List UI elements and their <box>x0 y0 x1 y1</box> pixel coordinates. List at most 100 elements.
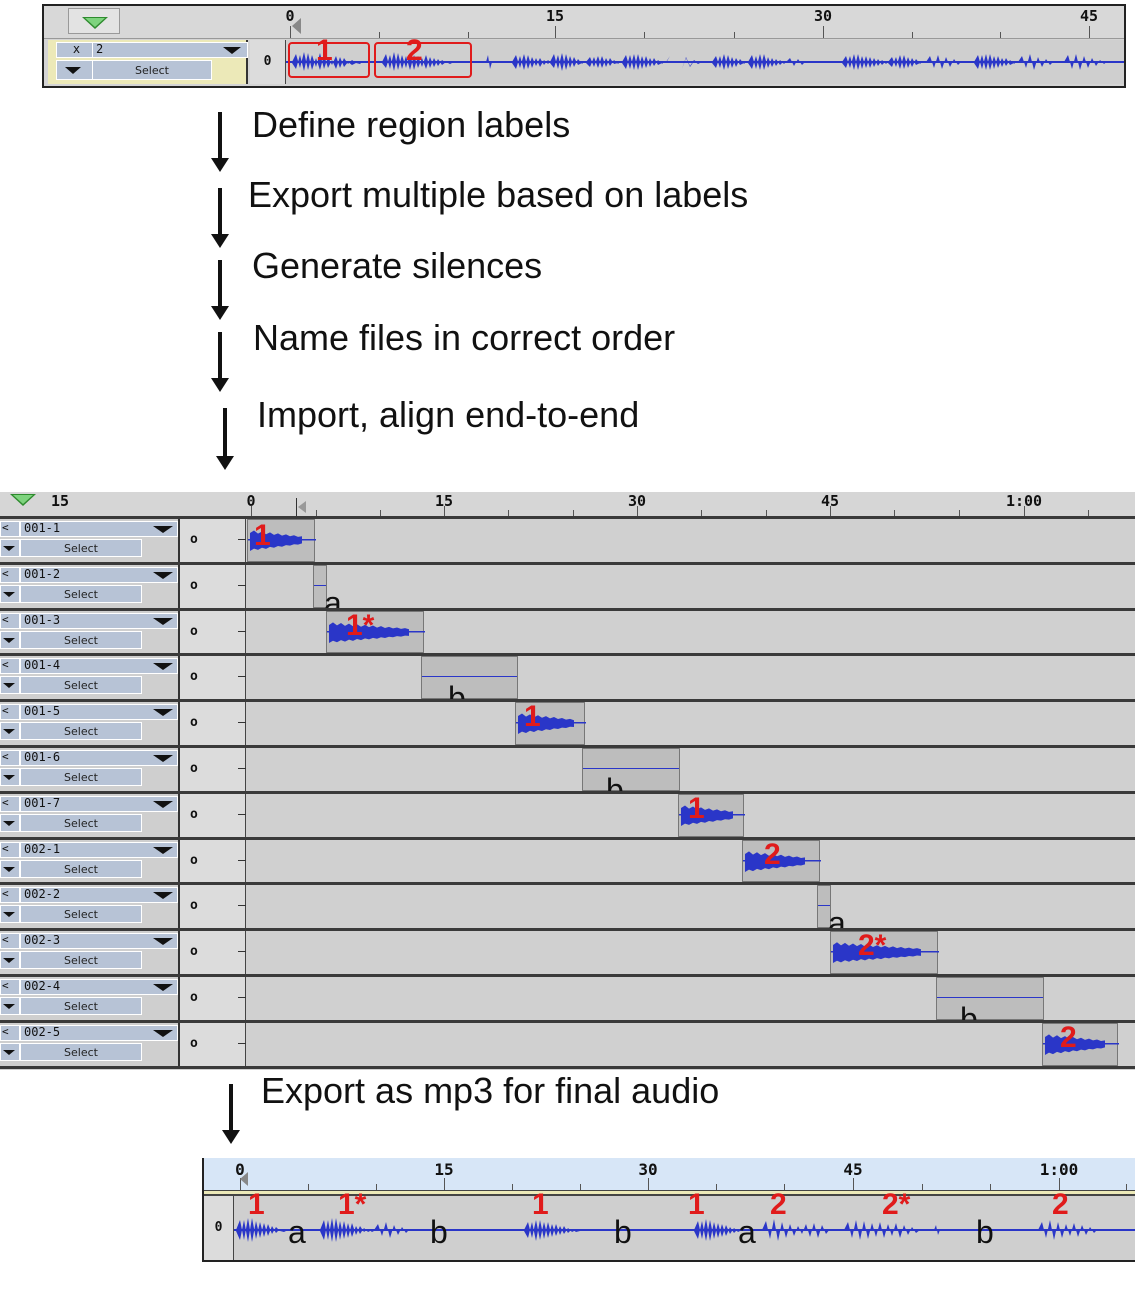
track-collapse-button[interactable] <box>0 951 20 970</box>
step-name-files: Name files in correct order <box>253 317 676 358</box>
track-lane[interactable] <box>247 564 1135 608</box>
track-name-menu[interactable]: 001-2 <box>20 566 178 583</box>
select-button[interactable]: Select <box>20 584 142 603</box>
select-button[interactable]: Select <box>20 905 142 924</box>
playhead-marker-icon[interactable] <box>298 501 306 513</box>
audio-clip[interactable] <box>326 610 425 654</box>
track-name-menu[interactable]: 001-5 <box>20 704 178 721</box>
track-row[interactable]: <002-4Selectob <box>0 974 1135 1035</box>
select-button[interactable]: Select <box>20 768 142 786</box>
dropdown-triangle-icon[interactable] <box>10 494 36 506</box>
select-button[interactable]: Select <box>20 813 142 832</box>
close-arrow-icon[interactable]: < <box>0 704 20 721</box>
track-collapse-button[interactable] <box>0 676 20 695</box>
track-lane[interactable] <box>247 656 1135 700</box>
silence-clip[interactable] <box>313 564 327 608</box>
track-close-button[interactable]: x <box>56 42 94 58</box>
track-collapse-button[interactable] <box>0 997 20 1015</box>
playhead-marker-icon[interactable] <box>292 18 301 34</box>
top-ruler[interactable]: 0 15 30 45 <box>44 6 1124 39</box>
track-name-menu[interactable]: 002-5 <box>20 1024 178 1041</box>
close-arrow-icon[interactable]: < <box>0 658 20 675</box>
close-arrow-icon[interactable]: < <box>0 566 20 583</box>
track-name-menu[interactable]: 001-6 <box>20 750 178 766</box>
gain-label: o <box>180 610 246 654</box>
select-button[interactable]: Select <box>92 60 212 80</box>
select-button[interactable]: Select <box>20 539 142 557</box>
close-arrow-icon[interactable]: < <box>0 612 20 629</box>
track-row[interactable]: <001-4Selectob <box>0 653 1135 714</box>
track-lane[interactable] <box>247 748 1135 791</box>
track-lane[interactable] <box>247 885 1135 929</box>
close-arrow-icon[interactable]: < <box>0 887 20 904</box>
select-button[interactable]: Select <box>20 676 142 695</box>
middle-ruler[interactable]: 15 0 15 30 45 1:00 <box>0 492 1135 517</box>
select-button[interactable]: Select <box>20 951 142 970</box>
region-box-2[interactable] <box>374 42 472 78</box>
select-button[interactable]: Select <box>20 630 142 649</box>
track-lane[interactable] <box>247 1022 1135 1066</box>
audio-clip[interactable] <box>515 702 586 745</box>
playhead-marker-icon[interactable] <box>240 1172 248 1186</box>
waveform-lane[interactable]: 1 2 <box>286 36 1124 84</box>
audio-clip[interactable] <box>247 519 316 562</box>
close-arrow-icon[interactable]: < <box>0 750 20 766</box>
track-collapse-button[interactable] <box>0 859 20 878</box>
select-button[interactable]: Select <box>20 1042 142 1061</box>
silence-clip[interactable] <box>817 885 831 929</box>
audio-clip[interactable] <box>830 931 939 974</box>
audio-clip[interactable] <box>1042 1022 1119 1066</box>
track-collapse-button[interactable] <box>0 630 20 649</box>
close-arrow-icon[interactable]: < <box>0 979 20 995</box>
track-collapse-button[interactable] <box>56 60 94 80</box>
silence-clip[interactable] <box>582 748 680 791</box>
region-box-1[interactable] <box>288 42 370 78</box>
track-lane[interactable] <box>247 839 1135 883</box>
track-name-menu[interactable]: 001-4 <box>20 658 178 675</box>
track-collapse-button[interactable] <box>0 584 20 603</box>
ruler-menu-button[interactable] <box>68 8 120 34</box>
final-waveform-lane[interactable] <box>234 1196 1135 1260</box>
track-name-menu[interactable]: 002-3 <box>20 933 178 950</box>
select-button[interactable]: Select <box>20 997 142 1015</box>
silence-clip[interactable] <box>936 977 1044 1020</box>
silence-clip[interactable] <box>421 656 518 700</box>
track-row[interactable]: <001-6Selectob <box>0 745 1135 806</box>
track-lane[interactable] <box>247 519 1135 562</box>
audio-clip[interactable] <box>742 839 821 883</box>
track-name-menu[interactable]: 002-2 <box>20 887 178 904</box>
close-arrow-icon[interactable]: < <box>0 841 20 858</box>
audio-clip[interactable] <box>678 793 745 837</box>
select-button[interactable]: Select <box>20 722 142 741</box>
bottom-ruler[interactable]: 0 15 30 45 1:00 <box>204 1158 1135 1191</box>
close-arrow-icon[interactable]: < <box>0 933 20 950</box>
close-arrow-icon[interactable]: < <box>0 795 20 812</box>
playhead-line[interactable] <box>296 498 297 516</box>
track-name-menu[interactable]: 002-1 <box>20 841 178 858</box>
track-name-menu[interactable]: 001-1 <box>20 521 178 537</box>
track-name-menu[interactable]: 001-3 <box>20 612 178 629</box>
track-collapse-button[interactable] <box>0 905 20 924</box>
select-button[interactable]: Select <box>20 859 142 878</box>
track-collapse-button[interactable] <box>0 722 20 741</box>
track-name-menu[interactable]: 002-4 <box>20 979 178 995</box>
close-arrow-icon[interactable]: < <box>0 1024 20 1041</box>
track-lane[interactable] <box>247 702 1135 745</box>
track-collapse-button[interactable] <box>0 1042 20 1061</box>
track-lane[interactable] <box>247 931 1135 974</box>
track-collapse-button[interactable] <box>0 539 20 557</box>
track-collapse-button[interactable] <box>0 813 20 832</box>
track-collapse-button[interactable] <box>0 768 20 786</box>
close-arrow-icon[interactable]: < <box>0 521 20 537</box>
track-name-menu[interactable]: 2 <box>92 42 248 58</box>
track-name-menu[interactable]: 001-7 <box>20 795 178 812</box>
